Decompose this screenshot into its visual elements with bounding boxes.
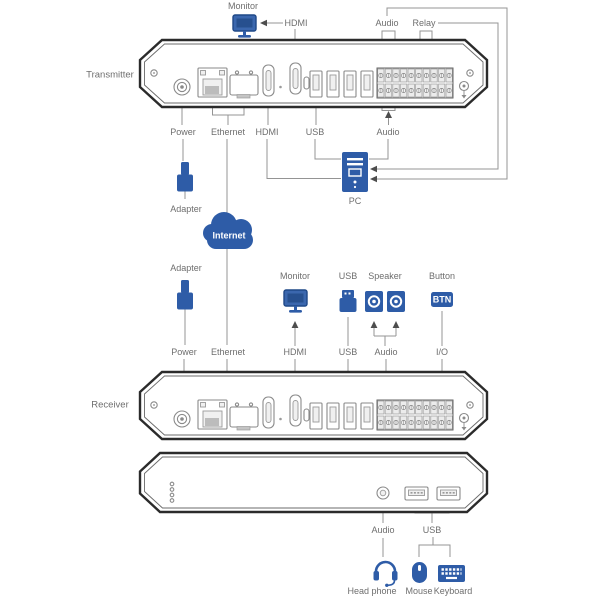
tx-power-label: Power <box>170 127 196 137</box>
keyboard-label: Keyboard <box>434 586 473 596</box>
internet-label: Internet <box>212 231 245 241</box>
tx-hdmi-label: HDMI <box>256 127 279 137</box>
front-led-indicators <box>169 481 175 503</box>
arrow-to-speaker-right <box>392 321 400 328</box>
front-usb-port-2 <box>436 486 461 501</box>
tx-usb-label: USB <box>306 127 325 137</box>
receiver-monitor-icon <box>283 289 308 314</box>
rx-speaker-label: Speaker <box>368 271 402 281</box>
rx-adapter-label: Adapter <box>170 263 202 273</box>
receiver-front-panel <box>138 451 489 514</box>
rx-audio-label: Audio <box>374 347 397 357</box>
headphone-icon <box>373 560 398 587</box>
keyboard-icon <box>438 565 465 582</box>
relay-label: Relay <box>412 18 436 28</box>
arrow-audio-into-transmitter <box>385 111 392 118</box>
pc-label: PC <box>349 196 362 206</box>
monitor-label: Monitor <box>228 1 258 11</box>
front-audio-jack <box>376 486 390 500</box>
button-icon: BTN <box>431 292 453 307</box>
front-usb-port-1 <box>404 486 429 501</box>
speaker-left-icon <box>365 291 383 312</box>
rx-hdmi-label: HDMI <box>284 347 307 357</box>
transmitter-rear-panel <box>138 38 489 109</box>
transmitter-adapter-icon <box>176 161 194 200</box>
rx-ethernet-label: Ethernet <box>211 347 246 357</box>
rx-power-label: Power <box>171 347 197 357</box>
hdmi-to-monitor-label: HDMI <box>285 18 308 28</box>
rx-io-label: I/O <box>436 347 448 357</box>
mouse-label: Mouse <box>405 586 432 596</box>
arrow-audio-to-pc <box>370 175 377 183</box>
receiver-adapter-icon <box>176 279 194 318</box>
internet-cloud-icon: Internet <box>203 212 253 249</box>
monitor-icon <box>232 14 257 39</box>
rx-button-label: Button <box>429 271 455 281</box>
audio-out-label: Audio <box>375 18 398 28</box>
arrow-to-monitor <box>260 19 267 27</box>
tx-ethernet-label: Ethernet <box>211 127 246 137</box>
arrowheads <box>260 19 400 328</box>
usb-drive-icon <box>339 290 357 312</box>
arrow-to-speaker-left <box>370 321 378 328</box>
rx-monitor-label: Monitor <box>280 271 310 281</box>
button-icon-text: BTN <box>433 295 452 305</box>
rx-usb-peripheral-label: USB <box>339 271 358 281</box>
receiver-rear-panel <box>138 370 489 441</box>
speaker-right-icon <box>387 291 405 312</box>
tx-audio-label: Audio <box>376 127 399 137</box>
transmitter-label: Transmitter <box>86 70 134 81</box>
arrow-relay-to-pc <box>370 165 377 173</box>
mouse-icon <box>412 562 427 583</box>
receiver-label: Receiver <box>91 400 129 411</box>
headphone-label: Head phone <box>347 586 396 596</box>
front-usb-label: USB <box>423 525 442 535</box>
tx-adapter-label: Adapter <box>170 204 202 214</box>
rx-usb-label: USB <box>339 347 358 357</box>
front-audio-label: Audio <box>371 525 394 535</box>
arrow-to-receiver-monitor <box>291 321 299 328</box>
pc-icon <box>342 152 368 192</box>
